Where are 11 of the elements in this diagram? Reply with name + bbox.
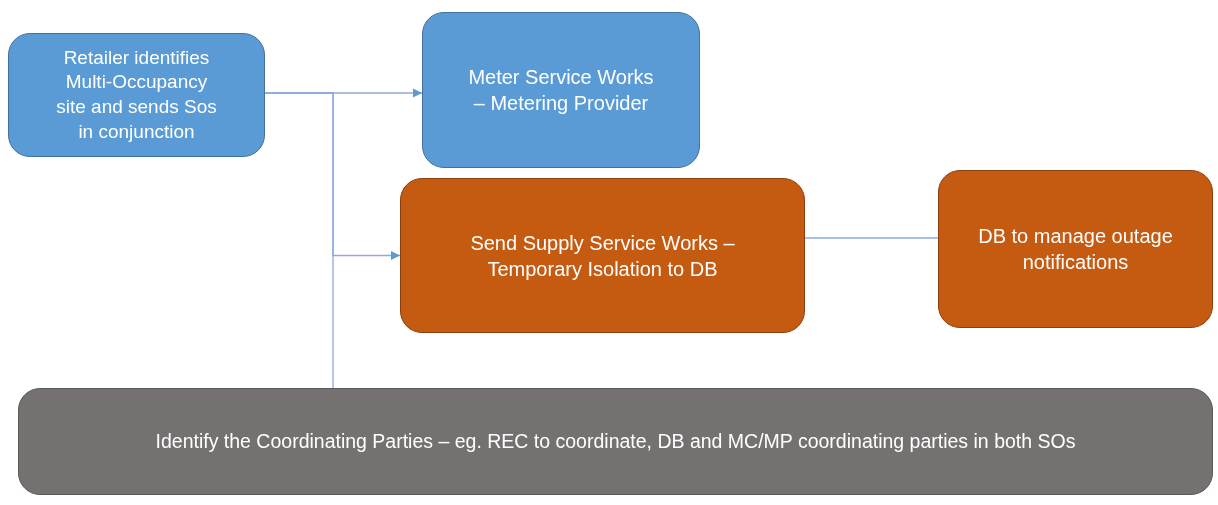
process-box [8, 33, 265, 157]
box-label: Identify the Coordinating Parties – eg. REC to coordinate, DB and MC/MP coordinating parties in both SOs [155, 428, 1076, 454]
box-label: DB to manage outage notifications [977, 224, 1174, 275]
box-label: Send Supply Service Works – Temporary Isolation to DB [469, 230, 736, 282]
box-label: Retailer identifies Multi-Occupancy site and sends Sos in conjunction [55, 45, 218, 144]
connector-line [804, 237, 939, 239]
process-box [400, 178, 805, 333]
process-box [422, 12, 700, 168]
box-label: Meter Service Works – Metering Provider [467, 65, 655, 116]
process-box [18, 388, 1213, 495]
process-box [938, 170, 1213, 328]
